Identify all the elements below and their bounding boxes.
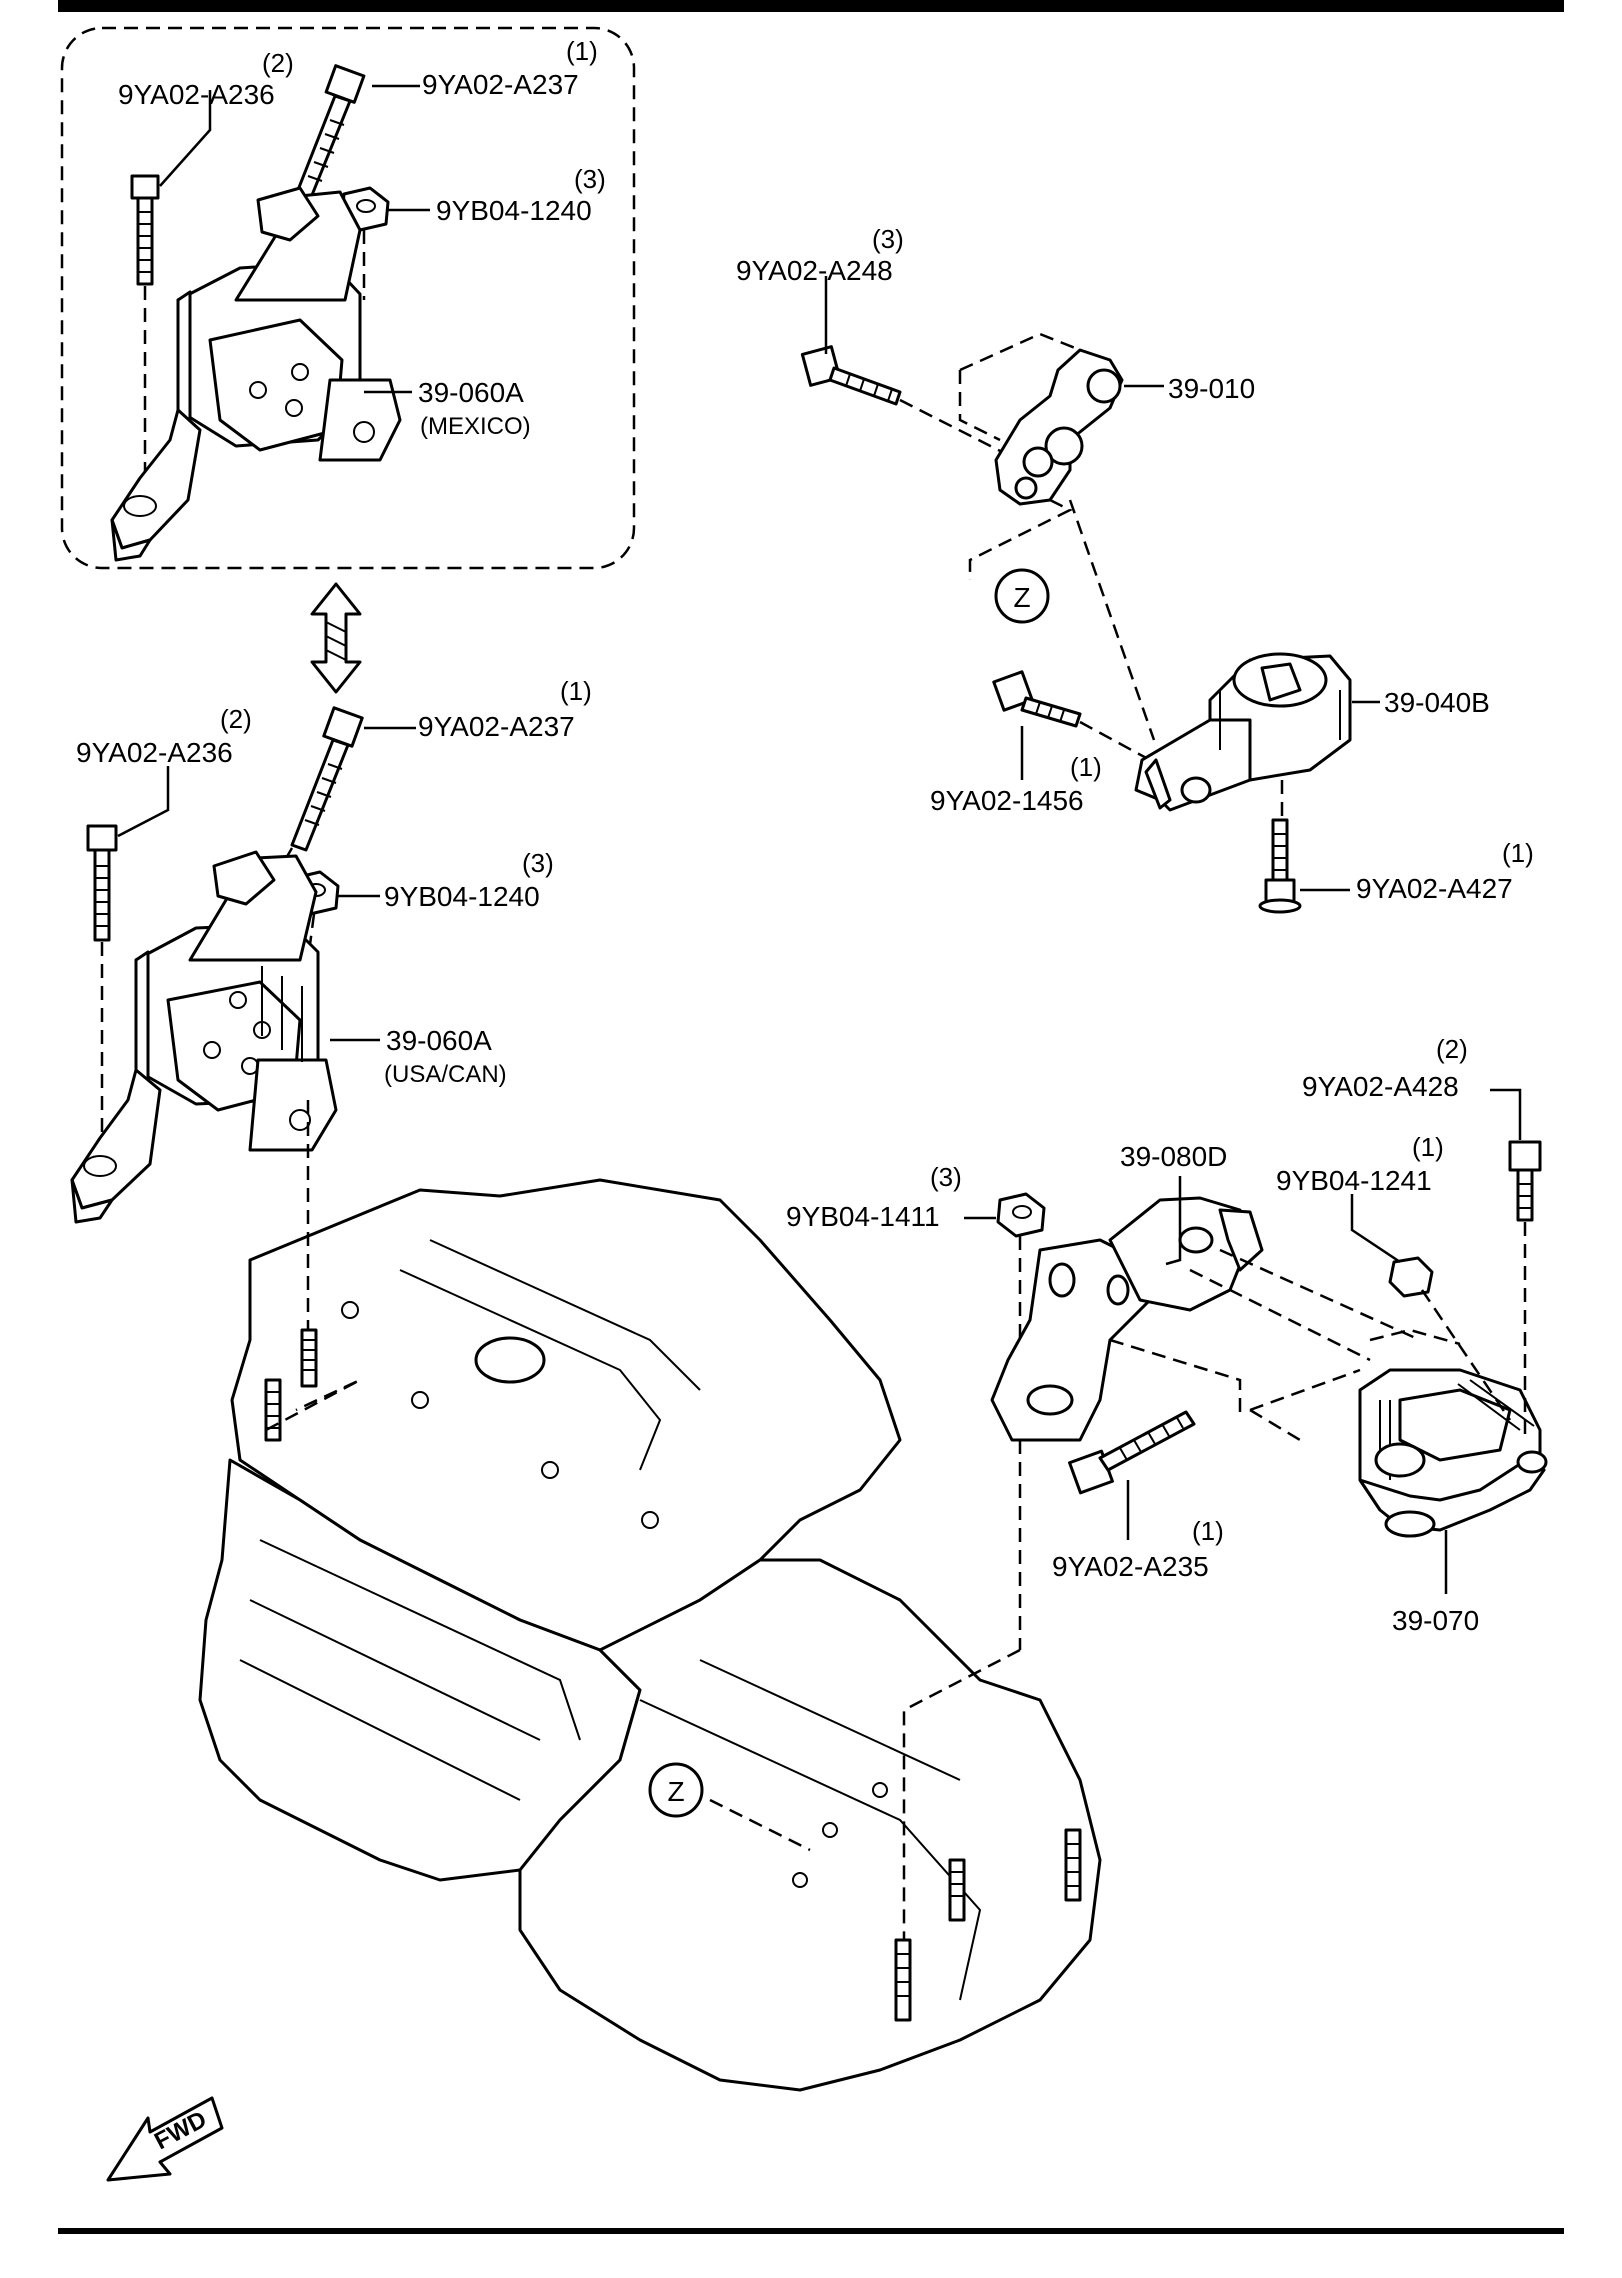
usa-bolt-top-qty: (1) — [560, 676, 592, 706]
torque-rod-bolt-qty: (3) — [872, 224, 904, 254]
bracket-nut-label: 9YB04-1411 — [786, 1201, 940, 1232]
bracket-nut — [996, 1192, 1046, 1380]
z-marker-bottom-text: Z — [667, 1776, 684, 1807]
mexico-mount-label: 39-060A — [418, 377, 524, 408]
mexico-nut-qty: (3) — [574, 164, 606, 194]
rear-bolt-a-qty: (1) — [1070, 752, 1102, 782]
usa-bolt-top-label: 9YA02-A237 — [418, 711, 575, 742]
tm-bolt-a-label: 9YA02-A428 — [1302, 1071, 1459, 1102]
transmission-mount-group: 39-080D (3) 9YB04-1411 (2) 9YA02-A428 (1… — [786, 1034, 1548, 1636]
z-marker-top-text: Z — [1013, 582, 1030, 613]
rear-bolt-a-label: 9YA02-1456 — [930, 785, 1084, 816]
mount-nut-1241 — [1388, 1256, 1512, 1421]
mexico-variant-group: (2) 9YA02-A236 (1) 9YA02-A237 (3) 9YB04-… — [60, 26, 636, 570]
z-marker-bottom: Z — [648, 1762, 704, 1818]
rear-mount-bolt-b — [1258, 818, 1302, 914]
mexico-engine-mount — [110, 186, 402, 562]
fwd-arrow: FWD — [106, 2096, 224, 2182]
mexico-dashed-box — [60, 26, 636, 570]
torque-rod-link — [958, 332, 1124, 580]
rear-mount-body — [1134, 652, 1352, 812]
usa-mount-note: (USA/CAN) — [384, 1061, 507, 1088]
usa-variant-group: (2) 9YA02-A236 (1) 9YA02-A237 (3) 9YB04-… — [70, 676, 592, 1224]
mexico-mount-note: (MEXICO) — [420, 413, 531, 440]
tm-mount-label: 39-070 — [1392, 1605, 1479, 1636]
mexico-nut-label: 9YB04-1240 — [436, 195, 592, 226]
head-studs — [264, 1328, 361, 1442]
usa-nut-qty: (3) — [522, 848, 554, 878]
tm-nut-label: 9YB04-1241 — [1276, 1165, 1432, 1196]
bracket-bolt — [1068, 1410, 1196, 1495]
usa-nut-label: 9YB04-1240 — [384, 881, 540, 912]
mexico-bolt-long-label: 9YA02-A236 — [118, 79, 275, 110]
usa-bolt-long-label: 9YA02-A236 — [76, 737, 233, 768]
bracket-bolt-qty: (1) — [1192, 1516, 1224, 1546]
torque-rod-bolt — [800, 345, 1011, 458]
mexico-bolt-long-qty: (2) — [262, 48, 294, 78]
torque-rod-bolt-label: 9YA02-A248 — [736, 255, 893, 286]
bottom-border — [58, 2228, 1564, 2234]
bracket-39-080d — [990, 1196, 1264, 1442]
rear-bolt-b-label: 9YA02-A427 — [1356, 873, 1513, 904]
torque-rod-label: 39-010 — [1168, 373, 1255, 404]
usa-bolt-long-qty: (2) — [220, 704, 252, 734]
bracket-nut-qty: (3) — [930, 1162, 962, 1192]
tm-bolt-a-qty: (2) — [1436, 1034, 1468, 1064]
rear-mount-bolt-a — [992, 670, 1151, 762]
rear-mount-label: 39-040B — [1384, 687, 1490, 718]
torque-rod-group: (3) 9YA02-A248 39-010 — [736, 224, 1255, 741]
top-border — [58, 0, 1564, 12]
engine-assembly — [198, 1100, 1102, 2092]
bracket-label: 39-080D — [1120, 1141, 1227, 1172]
bracket-bolt-label: 9YA02-A235 — [1052, 1551, 1209, 1582]
usa-top-bolt — [248, 706, 364, 921]
mexico-long-bolt — [130, 174, 160, 500]
interchange-arrow — [310, 582, 362, 694]
rear-bolt-b-qty: (1) — [1502, 838, 1534, 868]
usa-long-bolt — [86, 824, 118, 1170]
usa-engine-mount — [70, 850, 338, 1224]
transaxle-studs — [894, 1828, 1082, 2022]
mexico-bolt-top-label: 9YA02-A237 — [422, 69, 579, 100]
rear-mount-group: 39-040B (1) 9YA02-1456 (1) 9YA02-A427 — [930, 652, 1534, 914]
z-marker-top: Z — [994, 568, 1050, 624]
tm-nut-qty: (1) — [1412, 1132, 1444, 1162]
usa-mount-label: 39-060A — [386, 1025, 492, 1056]
mount-bolt-a428 — [1508, 1140, 1542, 1440]
mexico-bolt-top-qty: (1) — [566, 36, 598, 66]
mount-39-070 — [1358, 1368, 1548, 1538]
